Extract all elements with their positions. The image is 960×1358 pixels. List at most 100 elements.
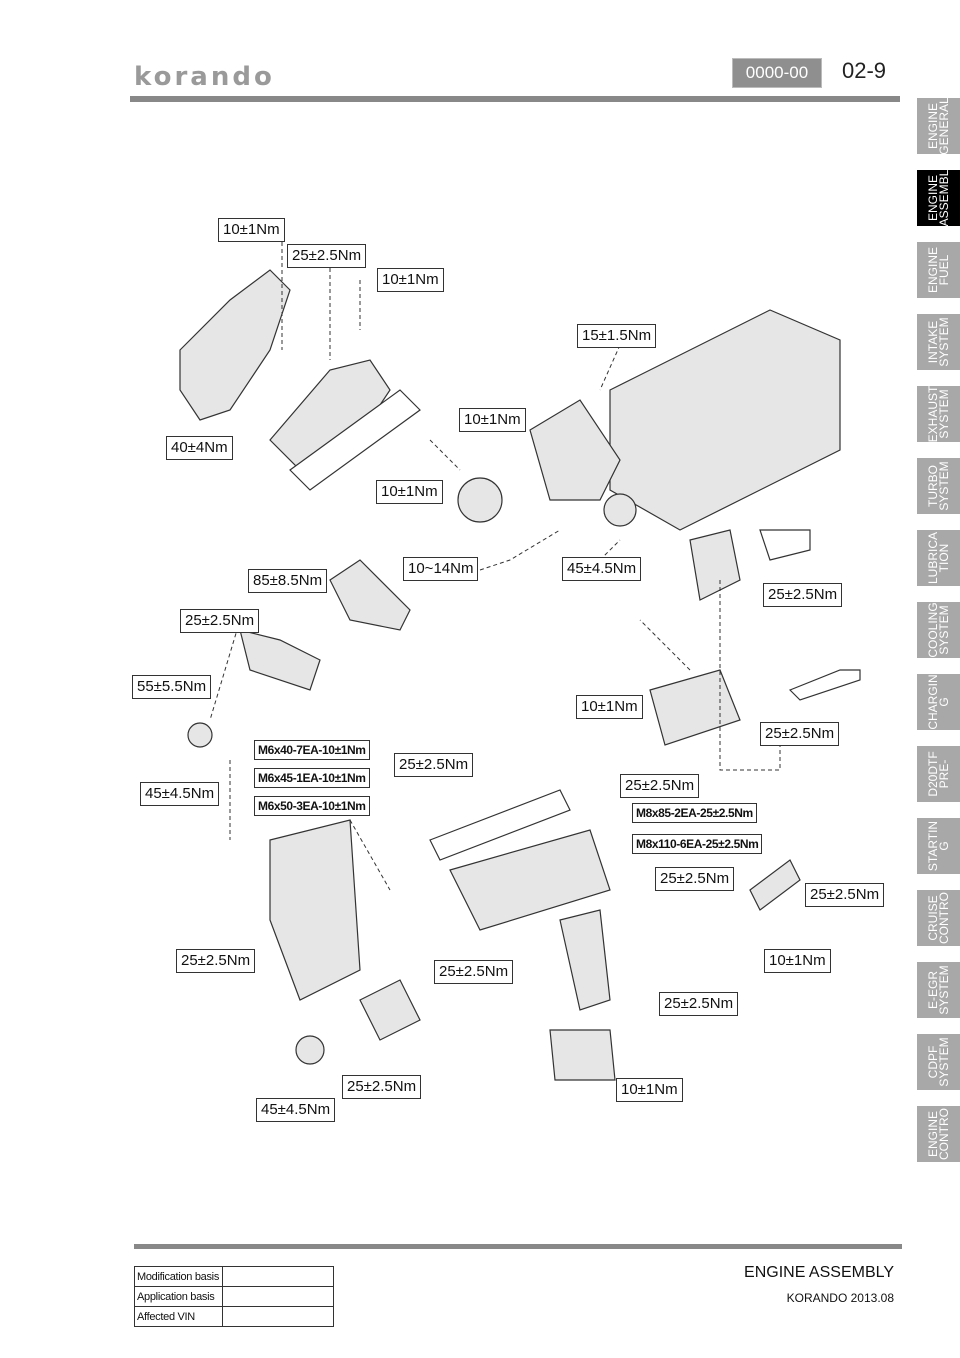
chapter-tab-label: CHARGIN G [925, 674, 951, 730]
torque-spec-label: M6x45-1EA-10±1Nm [254, 768, 370, 788]
model-year: KORANDO 2013.08 [786, 1291, 894, 1305]
chapter-tab-label: E-EGR SYSTEM [925, 965, 951, 1015]
torque-spec-label: 25±2.5Nm [434, 960, 514, 984]
table-row: Application basis [134, 1286, 334, 1307]
torque-spec-label: 15±1.5Nm [577, 324, 657, 348]
manifold-gasket [289, 389, 421, 491]
torque-spec-label: 10±1Nm [616, 1078, 683, 1102]
torque-spec-label: 10±1Nm [377, 268, 444, 292]
chapter-tab[interactable]: D20DTF PRE- [917, 746, 960, 802]
chapter-tabs: ENGINE GENERAL ENGINE ASSEMBL ENGINE FUEL I… [917, 98, 960, 1178]
exploded-parts-drawing [179, 242, 861, 1081]
chapter-tab[interactable]: TURBO SYSTEM [917, 458, 960, 514]
chapter-tab[interactable]: EXHAUST SYSTEM [917, 386, 960, 442]
chapter-tab-label: COOLING SYSTEM [925, 602, 951, 658]
chapter-tab[interactable]: ENGINE FUEL [917, 242, 960, 298]
torque-spec-label: 40±4Nm [166, 436, 233, 460]
torque-spec-label: 25±2.5Nm [655, 867, 735, 891]
chapter-tab-label: INTAKE SYSTEM [925, 317, 951, 367]
chapter-tab[interactable]: INTAKE SYSTEM [917, 314, 960, 370]
torque-spec-label: 25±2.5Nm [805, 883, 885, 907]
section-title: ENGINE ASSEMBLY [744, 1264, 894, 1281]
chapter-tab[interactable]: E-EGR SYSTEM [917, 962, 960, 1018]
tensioner-bracket [329, 559, 411, 631]
section-code-badge: 0000-00 [732, 58, 822, 88]
torque-spec-label: 10±1Nm [764, 949, 831, 973]
cylinder-head [609, 309, 841, 531]
chapter-tab[interactable]: STARTIN G [917, 818, 960, 874]
torque-spec-label: 55±5.5Nm [132, 675, 212, 699]
torque-spec-label: M8x85-2EA-25±2.5Nm [632, 803, 757, 823]
torque-spec-label: 25±2.5Nm [180, 609, 260, 633]
torque-spec-label: M8x110-6EA-25±2.5Nm [632, 834, 763, 854]
torque-spec-label: 25±2.5Nm [342, 1075, 422, 1099]
header-divider [130, 96, 900, 102]
timing-cover [269, 819, 361, 1001]
chapter-tab-label: EXHAUST SYSTEM [925, 386, 951, 442]
pulley [603, 493, 637, 527]
torque-spec-label: 85±8.5Nm [248, 569, 328, 593]
chapter-tab[interactable]: COOLING SYSTEM [917, 602, 960, 658]
chapter-tab-label: LUBRICA TION [925, 532, 951, 585]
torque-spec-label: 10~14Nm [403, 557, 479, 581]
torque-spec-label: 45±4.5Nm [140, 782, 220, 806]
table-row: Modification basis [134, 1266, 334, 1287]
torque-spec-label: 45±4.5Nm [256, 1098, 336, 1122]
chapter-tab[interactable]: ENGINE CONTRO [917, 1106, 960, 1162]
korando-logo: korando [134, 62, 275, 92]
tensioner [239, 629, 321, 691]
lower-bracket [359, 979, 421, 1041]
vacuum-pump [457, 477, 503, 523]
chapter-tab-label: ENGINE CONTRO [925, 1108, 951, 1160]
torque-spec-label: M6x40-7EA-10±1Nm [254, 740, 370, 760]
intake-gasket [429, 789, 571, 861]
chapter-tab[interactable]: CRUISE CONTRO [917, 890, 960, 946]
water-pipe [759, 529, 811, 561]
chapter-tab[interactable]: ENGINE GENERAL [917, 98, 960, 154]
egr-hose [788, 669, 861, 701]
chapter-tab-label: D20DTF PRE- [925, 751, 951, 797]
torque-spec-label: 25±2.5Nm [176, 949, 256, 973]
torque-spec-label: 25±2.5Nm [287, 244, 367, 268]
egr-pipe [749, 859, 801, 911]
revision-info-table: Modification basis Application basis Aff… [134, 1266, 334, 1327]
chapter-tab-label: ENGINE ASSEMBL [925, 170, 951, 226]
torque-spec-label: 25±2.5Nm [394, 753, 474, 777]
chapter-tab[interactable]: CDPF SYSTEM [917, 1034, 960, 1090]
chapter-tab[interactable]: CHARGIN G [917, 674, 960, 730]
chapter-tab-label: CRUISE CONTRO [925, 892, 951, 944]
timing-cover-upper [529, 399, 621, 501]
footer-divider [134, 1244, 902, 1249]
modification-basis-label: Modification basis [134, 1266, 223, 1287]
torque-spec-label: 10±1Nm [576, 695, 643, 719]
torque-spec-label: 10±1Nm [376, 480, 443, 504]
chapter-tab-label: ENGINE FUEL [925, 247, 951, 294]
egr-valve-bracket [689, 529, 741, 601]
heat-shield [179, 269, 291, 421]
throttle-pipe [559, 909, 611, 1011]
table-row: Affected VIN [134, 1306, 334, 1327]
idler-pulley [187, 722, 213, 748]
chapter-tab-label: ENGINE GENERAL [925, 98, 951, 154]
lower-idler-pulley [295, 1035, 325, 1065]
chapter-tab-label: STARTIN G [925, 820, 951, 872]
chapter-tab-label: TURBO SYSTEM [925, 461, 951, 511]
torque-spec-label: 10±1Nm [218, 218, 285, 242]
torque-spec-label: M6x50-3EA-10±1Nm [254, 796, 370, 816]
throttle-body [549, 1029, 616, 1081]
application-basis-label: Application basis [134, 1286, 223, 1307]
torque-spec-label: 25±2.5Nm [659, 992, 739, 1016]
torque-spec-label: 45±4.5Nm [562, 557, 642, 581]
chapter-tab[interactable]: LUBRICA TION [917, 530, 960, 586]
torque-spec-label: 25±2.5Nm [620, 774, 700, 798]
chapter-tab-label: CDPF SYSTEM [925, 1037, 951, 1087]
page-number: 02-9 [842, 58, 887, 83]
torque-spec-label: 25±2.5Nm [760, 722, 840, 746]
torque-spec-label: 10±1Nm [459, 408, 526, 432]
affected-vin-label: Affected VIN [134, 1306, 223, 1327]
egr-cooler [649, 669, 741, 746]
torque-spec-label: 25±2.5Nm [763, 583, 843, 607]
chapter-tab[interactable]: ENGINE ASSEMBL [917, 170, 960, 226]
intake-manifold [449, 829, 611, 931]
